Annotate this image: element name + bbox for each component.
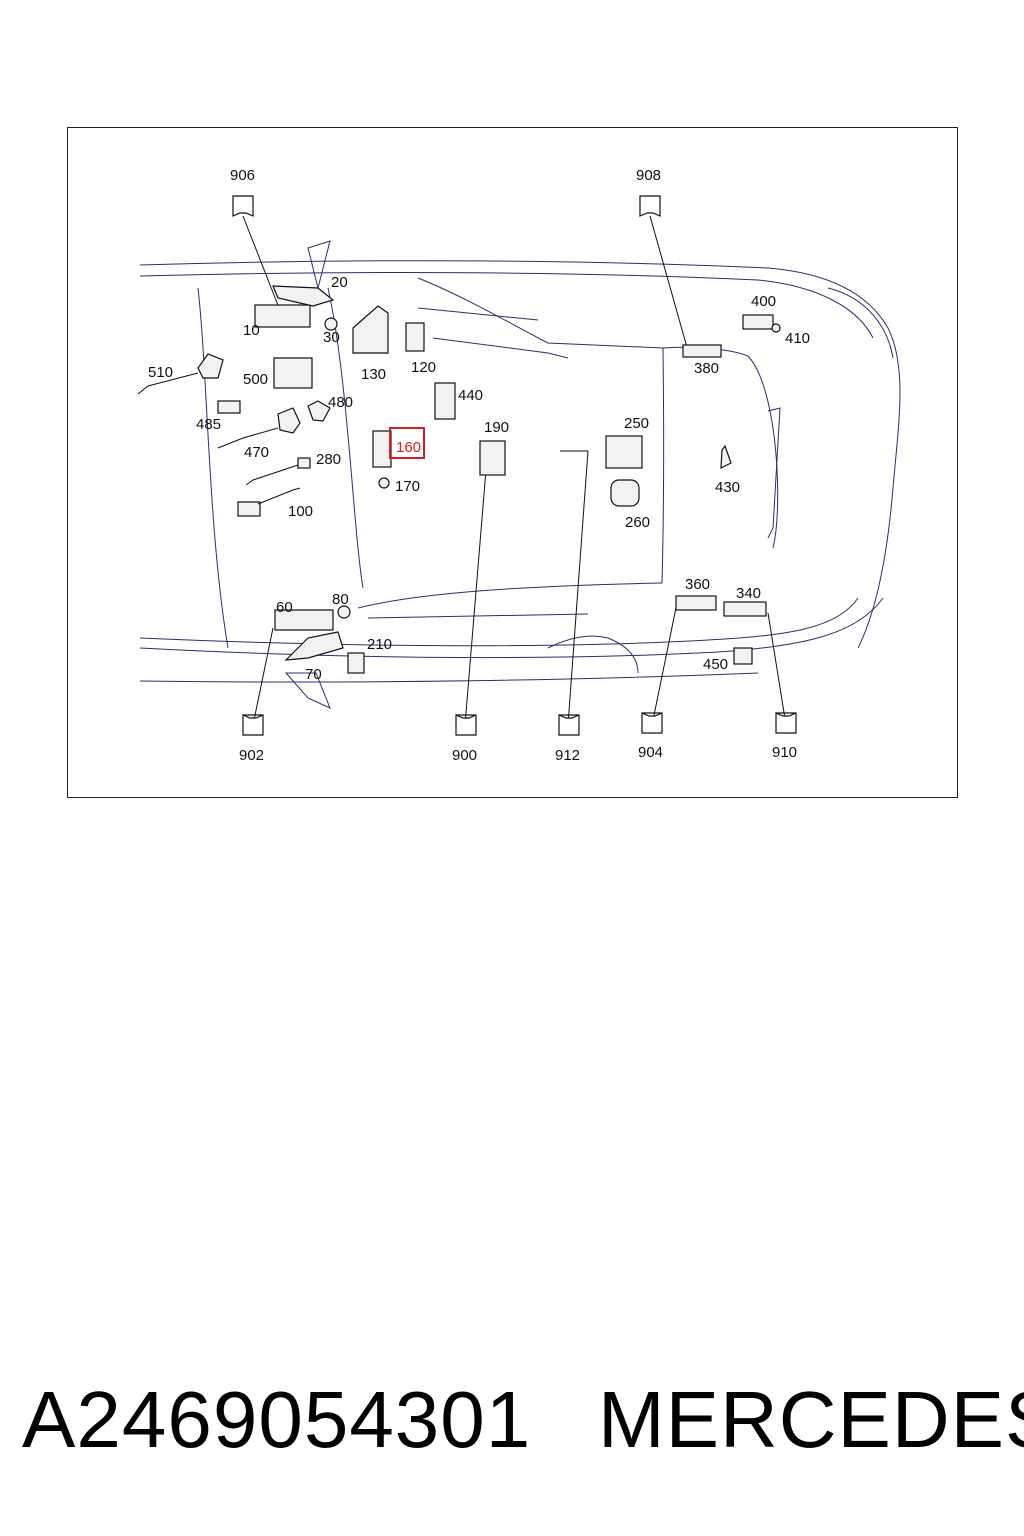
part-190 — [479, 440, 506, 476]
label-280: 280 — [316, 451, 341, 468]
label-500: 500 — [243, 371, 268, 388]
label-910: 910 — [772, 744, 797, 761]
label-340: 340 — [736, 585, 761, 602]
part-60 — [274, 609, 334, 631]
label-190: 190 — [484, 419, 509, 436]
part-470 — [277, 407, 301, 434]
brand-name: MERCEDES — [598, 1375, 1024, 1464]
label-485: 485 — [196, 416, 221, 433]
label-160: 160 — [396, 439, 421, 456]
label-210: 210 — [367, 636, 392, 653]
label-480: 480 — [328, 394, 353, 411]
label-30: 30 — [323, 329, 340, 346]
connectors — [232, 195, 797, 736]
part-120 — [405, 322, 425, 352]
connector-902 — [242, 714, 264, 736]
parts-diagram-frame: 906 908 20 10 30 130 120 400 410 380 510… — [67, 127, 958, 798]
label-430: 430 — [715, 479, 740, 496]
label-10: 10 — [243, 322, 260, 339]
label-450: 450 — [703, 656, 728, 673]
label-904: 904 — [638, 744, 663, 761]
part-400 — [742, 314, 774, 330]
label-900: 900 — [452, 747, 477, 764]
part-labels: 906 908 20 10 30 130 120 400 410 380 510… — [148, 167, 810, 764]
label-906: 906 — [230, 167, 255, 184]
part-410 — [771, 323, 781, 333]
part-210 — [347, 652, 365, 674]
part-20 — [272, 285, 335, 307]
label-100: 100 — [288, 503, 313, 520]
label-120: 120 — [411, 359, 436, 376]
label-510: 510 — [148, 364, 173, 381]
label-440: 440 — [458, 387, 483, 404]
part-430 — [720, 444, 732, 469]
label-250: 250 — [624, 415, 649, 432]
part-440 — [434, 382, 456, 420]
connector-900 — [455, 714, 477, 736]
label-912: 912 — [555, 747, 580, 764]
part-70 — [284, 631, 344, 661]
label-360: 360 — [685, 576, 710, 593]
label-902: 902 — [239, 747, 264, 764]
label-20: 20 — [331, 274, 348, 291]
part-130 — [352, 305, 389, 354]
connector-912 — [558, 714, 580, 736]
label-70: 70 — [305, 666, 322, 683]
label-130: 130 — [361, 366, 386, 383]
leader-lines — [242, 215, 787, 726]
connector-904 — [641, 712, 663, 734]
part-100 — [237, 501, 261, 517]
part-250 — [605, 435, 643, 469]
connector-906 — [232, 195, 254, 217]
part-380 — [682, 344, 722, 358]
part-10 — [254, 304, 311, 328]
part-485 — [217, 400, 241, 414]
part-260 — [610, 479, 640, 507]
highlight-box — [389, 427, 425, 459]
footer: A2469054301 MERCEDES — [0, 1370, 1024, 1480]
label-470: 470 — [244, 444, 269, 461]
part-480 — [307, 400, 331, 422]
part-160-body — [372, 430, 392, 468]
label-400: 400 — [751, 293, 776, 310]
car-outline — [139, 240, 901, 709]
part-30 — [324, 317, 338, 331]
label-410: 410 — [785, 330, 810, 347]
connector-910 — [775, 712, 797, 734]
label-80: 80 — [332, 591, 349, 608]
part-500 — [273, 357, 313, 389]
label-60: 60 — [276, 599, 293, 616]
part-number: A2469054301 — [22, 1375, 532, 1464]
label-380: 380 — [694, 360, 719, 377]
connector-908 — [639, 195, 661, 217]
part-450 — [733, 647, 753, 665]
part-170 — [378, 477, 390, 489]
part-340 — [723, 601, 767, 617]
label-260: 260 — [625, 514, 650, 531]
part-280 — [297, 457, 311, 469]
part-510 — [197, 353, 224, 379]
parts-diagram: 906 908 20 10 30 130 120 400 410 380 510… — [137, 167, 901, 764]
label-908: 908 — [636, 167, 661, 184]
part-80 — [337, 605, 351, 619]
part-360 — [675, 595, 717, 611]
parts — [137, 285, 781, 674]
label-170: 170 — [395, 478, 420, 495]
